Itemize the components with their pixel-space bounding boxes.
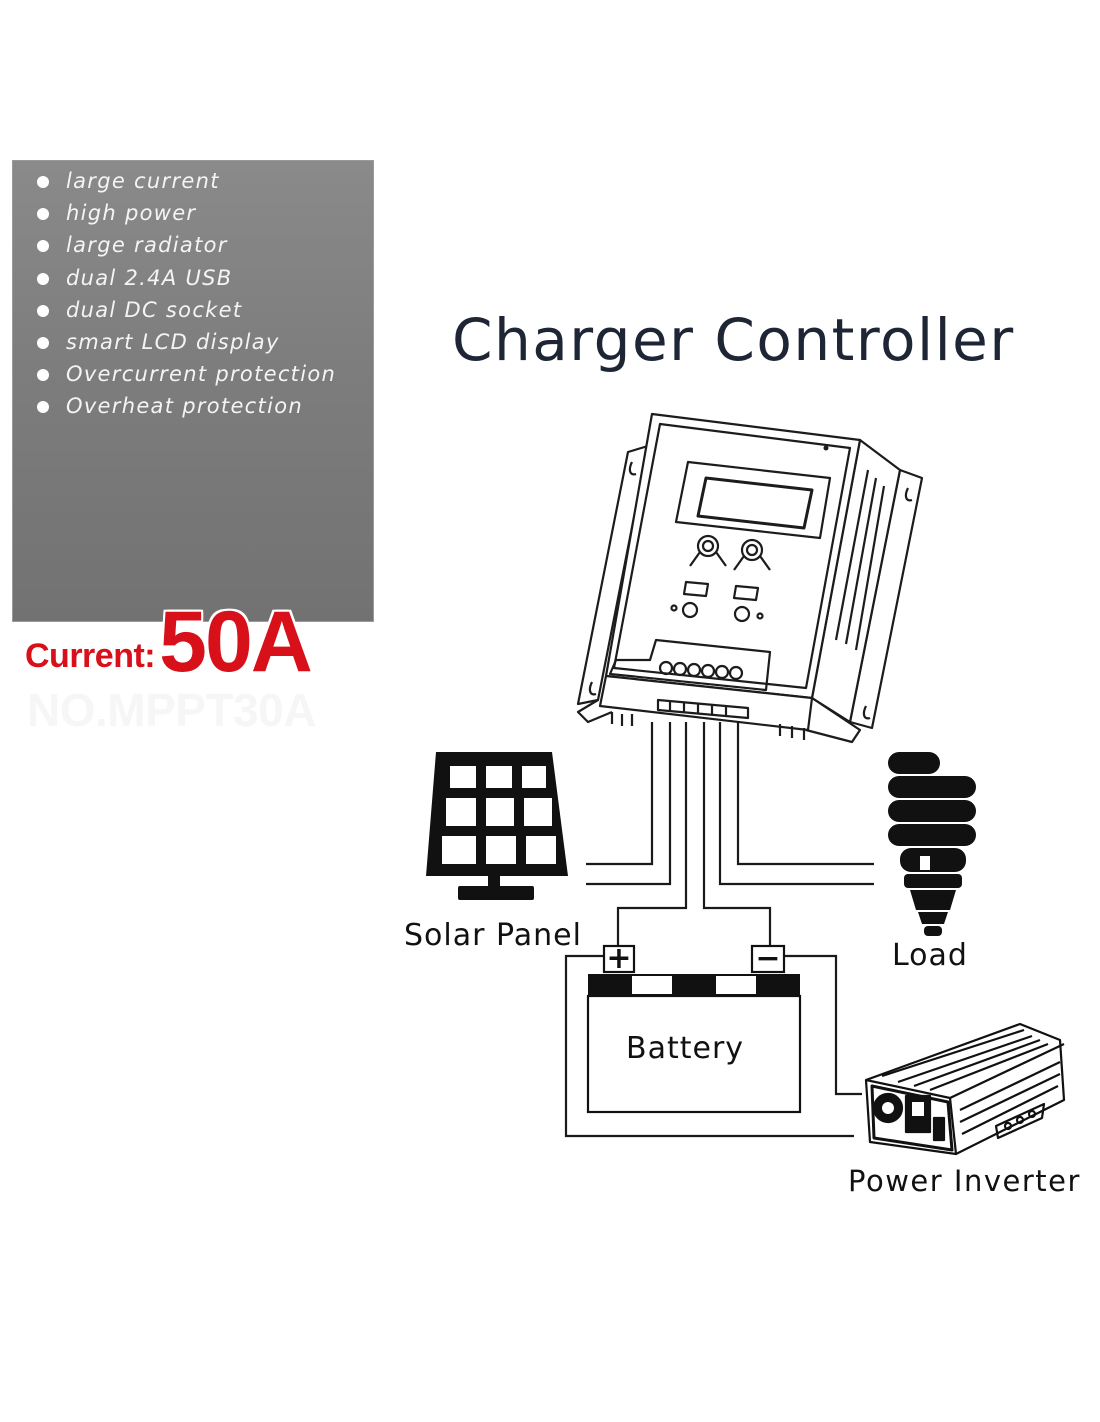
feature-item: high power <box>35 199 336 231</box>
current-rating: Current:50A <box>25 593 313 692</box>
bullet-icon <box>37 401 49 414</box>
battery-plus-sign: + <box>606 941 631 976</box>
bullet-icon <box>37 208 49 221</box>
bullet-icon <box>37 272 49 285</box>
charge-controller-icon <box>576 412 924 744</box>
load-label: Load <box>892 938 968 973</box>
feature-item: Overheat protection <box>35 392 336 424</box>
bullet-icon <box>37 304 49 317</box>
feature-item: large current <box>35 167 336 199</box>
battery-minus-sign: − <box>755 941 780 976</box>
wiring-lines <box>564 722 874 1138</box>
bullet-icon <box>37 176 49 188</box>
solar-panel-icon <box>426 752 568 900</box>
feature-list: large current high power large radiator … <box>35 167 336 425</box>
current-label: Current: <box>25 637 156 675</box>
diagram-title: Charger Controller <box>452 306 1015 374</box>
bullet-icon <box>37 336 49 349</box>
battery-label: Battery <box>626 1031 745 1066</box>
feature-item: large radiator <box>35 231 336 263</box>
power-inverter-icon <box>864 1022 1066 1156</box>
feature-item: Overcurrent protection <box>35 360 336 392</box>
battery-icon <box>586 944 802 1114</box>
model-number: NO.MPPT30A <box>27 684 316 736</box>
bullet-icon <box>37 369 49 382</box>
feature-item: dual 2.4A USB <box>35 264 336 296</box>
feature-item: smart LCD display <box>35 328 336 360</box>
solar-panel-label: Solar Panel <box>404 918 582 953</box>
power-inverter-label: Power Inverter <box>848 1164 1081 1198</box>
light-bulb-icon <box>888 752 976 936</box>
feature-item: dual DC socket <box>35 296 336 328</box>
bullet-icon <box>37 240 49 253</box>
current-value: 50A <box>159 594 313 690</box>
feature-box: large current high power large radiator … <box>12 160 374 736</box>
